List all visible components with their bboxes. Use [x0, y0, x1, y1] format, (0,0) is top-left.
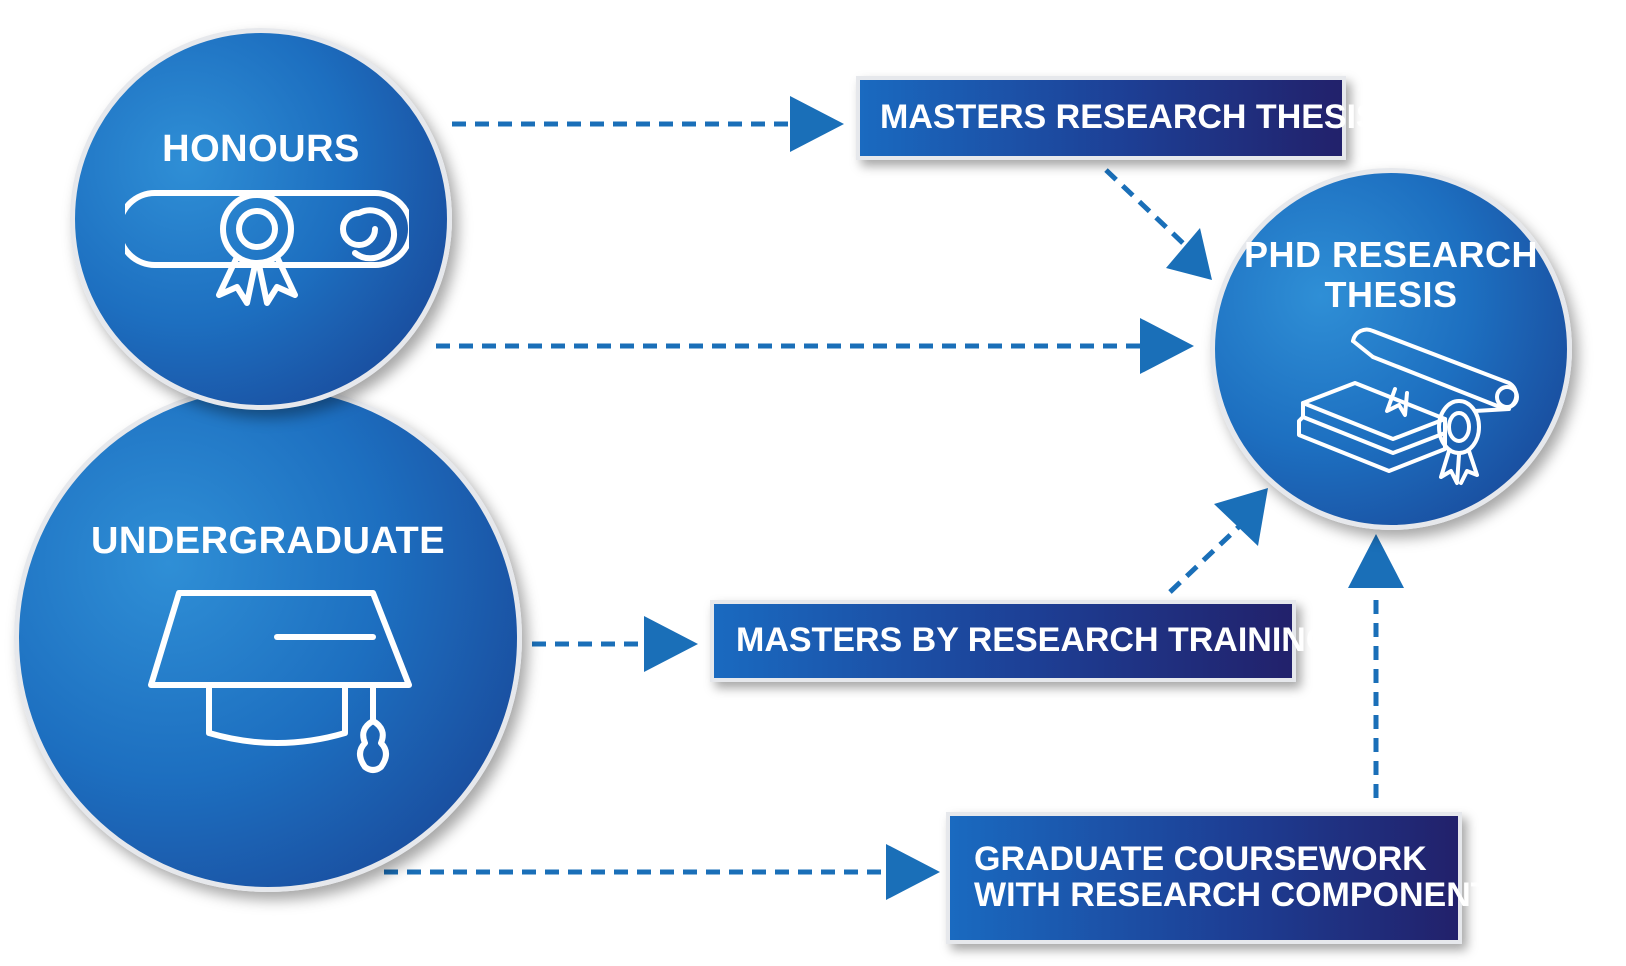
graduate-coursework-label: GRADUATE COURSEWORK WITH RESEARCH COMPON…: [974, 842, 1492, 913]
arrowhead-phd-horizontal: [1140, 318, 1194, 374]
arrow-masters-training-to-phd: [1168, 518, 1248, 594]
arrowhead-phd-from-coursework: [1348, 534, 1404, 588]
graduate-coursework-line1: GRADUATE COURSEWORK: [974, 840, 1427, 879]
diploma-scroll-icon: [125, 190, 409, 306]
undergraduate-label: UNDERGRADUATE: [90, 520, 446, 562]
honours-node: HONOURS: [70, 28, 452, 410]
phd-label-line2: THESIS: [1324, 273, 1458, 315]
arrowhead-phd-from-masters-training: [1214, 488, 1268, 546]
honours-label: HONOURS: [162, 128, 360, 170]
phd-label-line1: PHD RESEARCH: [1243, 234, 1539, 275]
masters-research-thesis-box: MASTERS RESEARCH THESIS: [856, 76, 1379, 160]
phd-label: PHD RESEARCH THESIS: [1215, 235, 1567, 314]
masters-research-thesis-label: MASTERS RESEARCH THESIS: [880, 98, 1379, 137]
graduate-coursework-line2: WITH RESEARCH COMPONENT: [974, 876, 1492, 914]
arrowhead-phd-from-masters-thesis: [1166, 228, 1212, 280]
arrowhead-masters-thesis: [790, 96, 844, 152]
graduate-coursework-box: GRADUATE COURSEWORK WITH RESEARCH COMPON…: [946, 812, 1492, 944]
masters-by-research-training-label: MASTERS BY RESEARCH TRAINING: [736, 621, 1333, 660]
undergraduate-node: UNDERGRADUATE: [14, 384, 522, 892]
arrowhead-masters-training: [644, 616, 698, 672]
arrowhead-coursework: [886, 844, 940, 900]
masters-by-research-training-box: MASTERS BY RESEARCH TRAINING: [710, 600, 1332, 682]
arrow-masters-thesis-to-phd: [1104, 168, 1188, 248]
books-diploma-icon: [1297, 327, 1519, 485]
graduation-cap-icon: [148, 590, 412, 773]
phd-node: PHD RESEARCH THESIS: [1210, 168, 1572, 530]
